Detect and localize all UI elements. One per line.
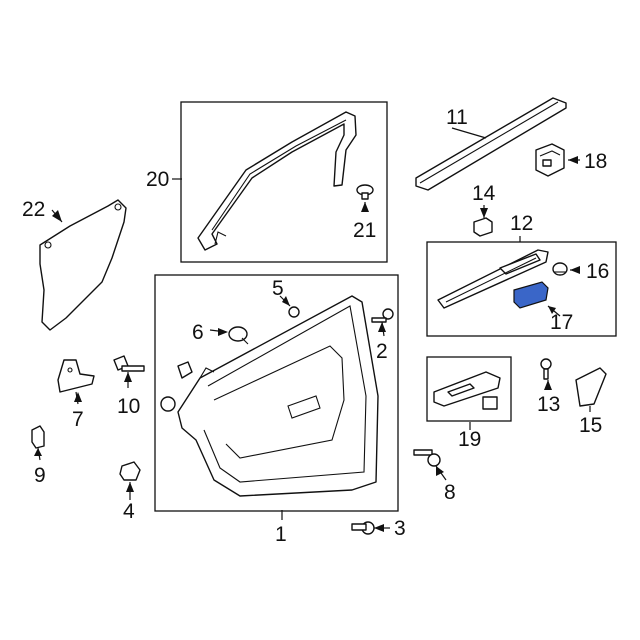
callout-11: 11: [446, 106, 468, 129]
retainer-6: [228, 326, 249, 345]
bracket-7: [57, 359, 95, 393]
callout-3: 3: [394, 517, 406, 540]
callout-19: 19: [458, 428, 481, 451]
box-part-19: [426, 356, 512, 422]
highlighted-bezel-17: [513, 281, 549, 309]
callout-17: 17: [550, 311, 573, 334]
callout-1: 1: [275, 523, 287, 546]
callout-22: 22: [22, 198, 45, 221]
callout-13: 13: [537, 393, 560, 416]
switch-bezel-19: [433, 371, 501, 410]
glass-run-channel: [197, 111, 357, 251]
box-part-12: [426, 241, 617, 337]
callout-12: 12: [510, 212, 533, 235]
callout-6: 6: [192, 321, 204, 344]
window-switch-18: [535, 143, 565, 177]
callout-10: 10: [117, 395, 140, 418]
callout-14: 14: [472, 182, 496, 205]
box-part-20: [180, 101, 388, 263]
callout-2: 2: [376, 340, 388, 363]
box-part-1: [154, 274, 399, 512]
callout-7: 7: [72, 408, 84, 431]
arrowheads: [34, 156, 580, 532]
callout-18: 18: [584, 150, 607, 173]
clip-21: [356, 184, 374, 200]
callout-15: 15: [579, 414, 602, 437]
nut-4: [119, 461, 141, 481]
grommet-left: [160, 396, 176, 412]
bracket-15: [575, 367, 607, 407]
armrest-trim-12: [437, 249, 549, 309]
callout-20: 20: [146, 168, 169, 191]
callout-8: 8: [444, 481, 456, 504]
watershield-22: [39, 199, 127, 331]
callout-16: 16: [586, 260, 609, 283]
callout-9: 9: [34, 464, 46, 487]
screw-3: [351, 521, 375, 535]
bolt-8: [413, 449, 441, 467]
stud-10: [113, 355, 145, 372]
callout-4: 4: [123, 500, 135, 523]
clip-9: [31, 425, 45, 449]
callout-21: 21: [353, 219, 376, 242]
clip-14: [473, 217, 493, 237]
belt-weatherstrip: [415, 97, 567, 191]
screw-13: [540, 358, 552, 380]
clip-left: [177, 361, 193, 379]
screw-2: [371, 308, 394, 323]
door-trim-panel-1: [177, 295, 379, 497]
washer-5: [288, 306, 300, 318]
callout-5: 5: [272, 277, 284, 300]
clip-16: [552, 262, 568, 276]
